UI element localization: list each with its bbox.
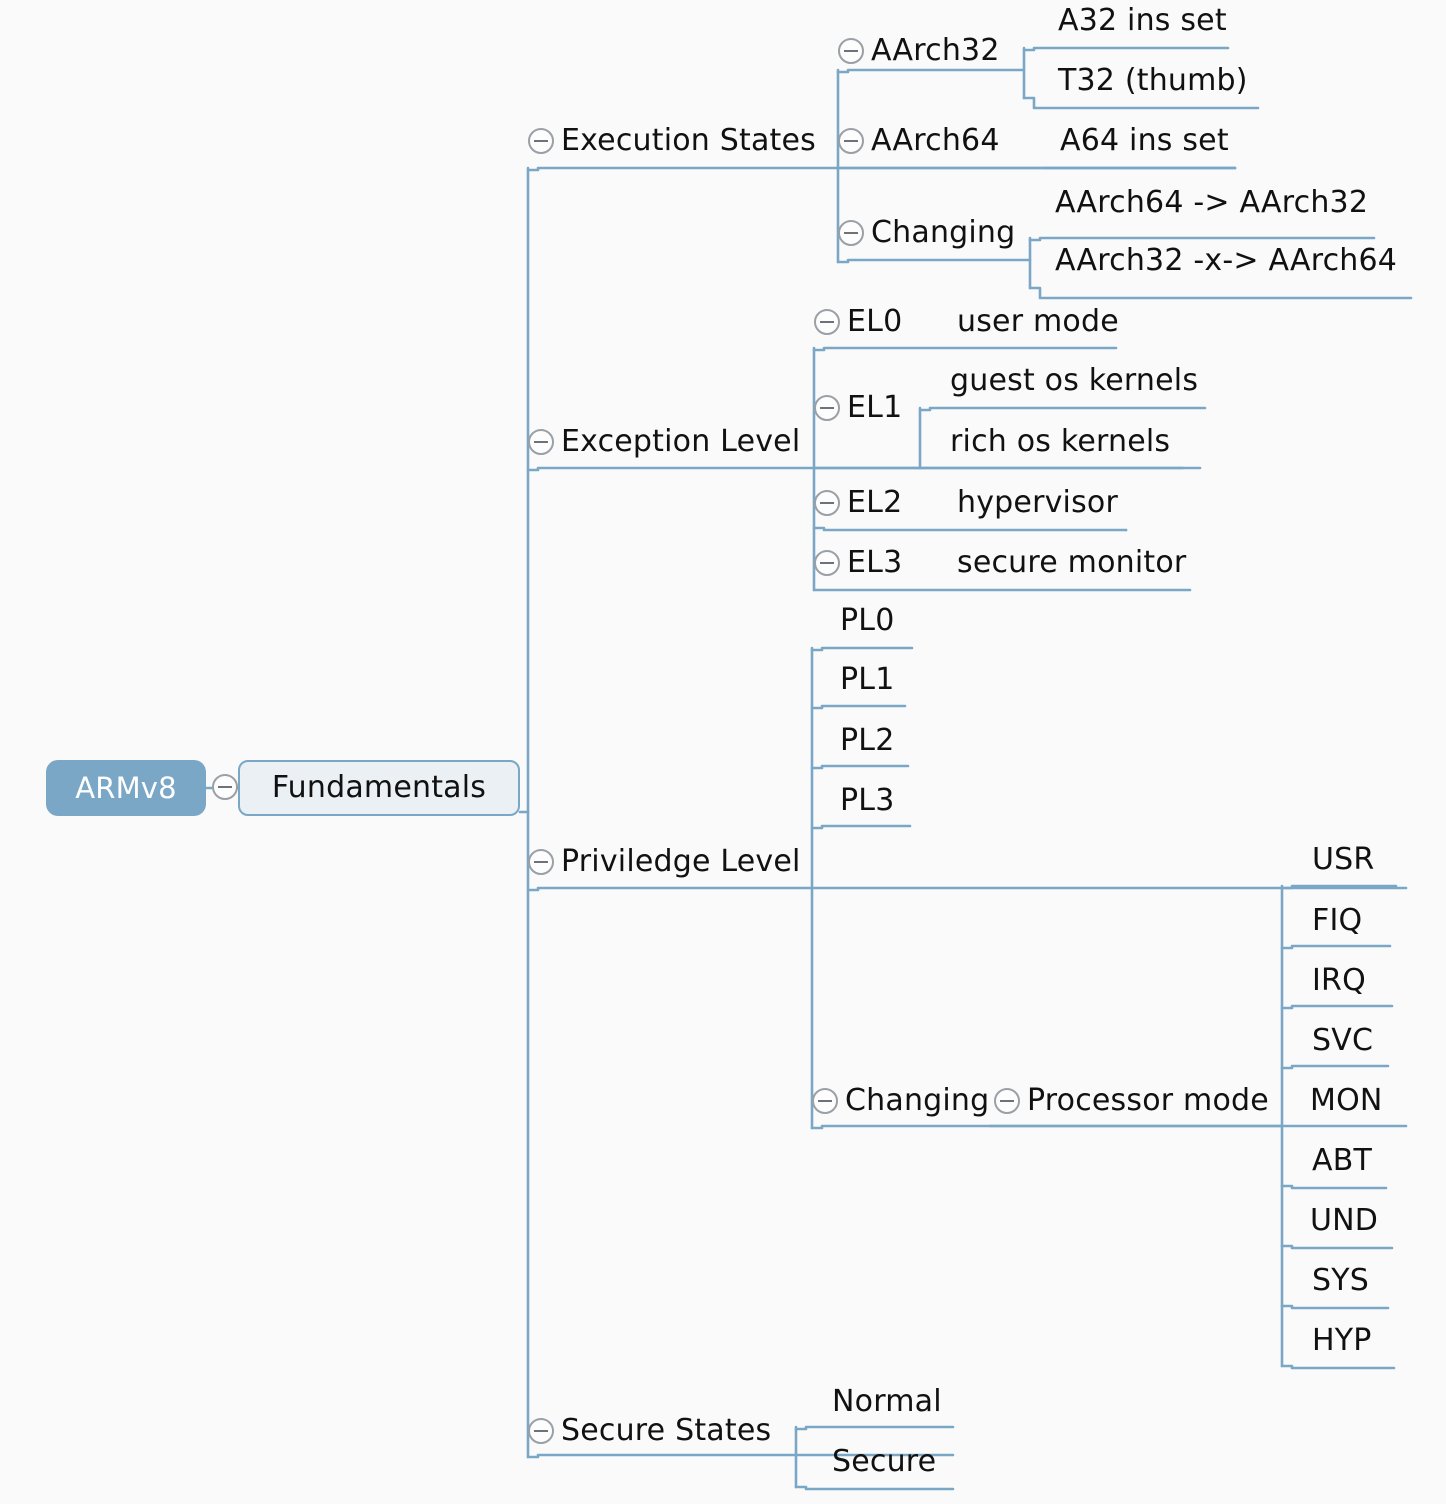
node-processor-mode[interactable]: Processor mode xyxy=(994,1086,1269,1116)
node-hypervisor[interactable]: hypervisor xyxy=(957,488,1118,518)
node-el1[interactable]: EL1 xyxy=(814,393,902,423)
collapse-minus-circle-icon[interactable] xyxy=(814,395,840,421)
node-normal[interactable]: Normal xyxy=(832,1387,942,1417)
node-aarch64[interactable]: AArch64 xyxy=(838,126,1000,156)
node-label: PL0 xyxy=(840,603,895,638)
node-label: HYP xyxy=(1312,1323,1372,1358)
collapse-minus-circle-icon[interactable] xyxy=(838,128,864,154)
node-label: EL0 xyxy=(847,304,903,339)
node-mode-sys[interactable]: SYS xyxy=(1312,1266,1369,1296)
node-label: MON xyxy=(1310,1083,1383,1118)
node-label: AArch32 xyxy=(871,33,1000,68)
root-label: ARMv8 xyxy=(75,770,177,805)
collapse-minus-circle-icon[interactable] xyxy=(814,309,840,335)
node-label: AArch64 xyxy=(871,123,1000,158)
node-label: SVC xyxy=(1312,1023,1374,1058)
node-aarch32-x-to-aarch64[interactable]: AArch32 -x-> AArch64 xyxy=(1055,246,1397,276)
branch-label: Fundamentals xyxy=(271,770,487,805)
node-secure-states[interactable]: Secure States xyxy=(528,1416,771,1446)
node-label: Changing xyxy=(845,1083,990,1118)
node-mode-svc[interactable]: SVC xyxy=(1312,1026,1373,1056)
node-label: EL1 xyxy=(847,390,903,425)
node-a64-ins-set[interactable]: A64 ins set xyxy=(1060,126,1229,156)
node-user-mode[interactable]: user mode xyxy=(957,307,1119,337)
collapse-minus-circle-icon[interactable] xyxy=(528,128,554,154)
node-label: Secure xyxy=(832,1444,937,1479)
node-secure[interactable]: Secure xyxy=(832,1447,936,1477)
node-label: Secure States xyxy=(561,1413,772,1448)
collapse-minus-circle-icon[interactable] xyxy=(814,490,840,516)
node-label: A32 ins set xyxy=(1058,3,1227,38)
node-label: ABT xyxy=(1312,1143,1373,1178)
node-pl3[interactable]: PL3 xyxy=(840,786,895,816)
collapse-minus-circle-icon[interactable] xyxy=(994,1088,1020,1114)
node-aarch32[interactable]: AArch32 xyxy=(838,36,1000,66)
node-label: user mode xyxy=(957,304,1119,339)
node-a32-ins-set[interactable]: A32 ins set xyxy=(1058,6,1227,36)
collapse-minus-circle-icon[interactable] xyxy=(812,1088,838,1114)
node-label: PL2 xyxy=(840,723,895,758)
root-node-armv8[interactable]: ARMv8 xyxy=(46,760,206,816)
node-label: PL3 xyxy=(840,783,895,818)
node-priviledge-level[interactable]: Priviledge Level xyxy=(528,847,801,877)
node-label: AArch64 -> AArch32 xyxy=(1055,185,1369,220)
node-mode-irq[interactable]: IRQ xyxy=(1312,966,1366,996)
toggle-fundamentals[interactable] xyxy=(212,774,238,800)
node-label: UND xyxy=(1310,1203,1379,1238)
collapse-minus-circle-icon[interactable] xyxy=(814,550,840,576)
node-mode-hyp[interactable]: HYP xyxy=(1312,1326,1372,1356)
node-label: rich os kernels xyxy=(950,424,1171,459)
node-exception-level[interactable]: Exception Level xyxy=(528,427,800,457)
node-label: PL1 xyxy=(840,662,895,697)
node-label: Changing xyxy=(871,215,1016,250)
node-priviledge-changing[interactable]: Changing xyxy=(812,1086,989,1116)
node-label: T32 (thumb) xyxy=(1058,63,1248,98)
node-label: Execution States xyxy=(561,123,816,158)
node-pl0[interactable]: PL0 xyxy=(840,606,895,636)
node-t32-thumb[interactable]: T32 (thumb) xyxy=(1058,66,1248,96)
node-label: AArch32 -x-> AArch64 xyxy=(1055,243,1398,278)
branch-node-fundamentals[interactable]: Fundamentals xyxy=(238,760,520,816)
node-label: FIQ xyxy=(1312,903,1363,938)
node-label: USR xyxy=(1312,842,1375,877)
node-rich-os-kernels[interactable]: rich os kernels xyxy=(950,427,1170,457)
node-label: guest os kernels xyxy=(950,363,1199,398)
node-mode-mon[interactable]: MON xyxy=(1310,1086,1383,1116)
node-mode-usr[interactable]: USR xyxy=(1312,845,1374,875)
node-label: Exception Level xyxy=(561,424,801,459)
node-guest-os-kernels[interactable]: guest os kernels xyxy=(950,366,1198,396)
node-el0[interactable]: EL0 xyxy=(814,307,902,337)
collapse-minus-circle-icon[interactable] xyxy=(838,38,864,64)
collapse-minus-circle-icon[interactable] xyxy=(528,1418,554,1444)
node-aarch64-to-aarch32[interactable]: AArch64 -> AArch32 xyxy=(1055,188,1368,218)
node-pl2[interactable]: PL2 xyxy=(840,726,895,756)
node-el3[interactable]: EL3 xyxy=(814,548,902,578)
node-label: EL3 xyxy=(847,545,903,580)
node-label: SYS xyxy=(1312,1263,1370,1298)
node-label: IRQ xyxy=(1312,963,1366,998)
node-pl1[interactable]: PL1 xyxy=(840,665,895,695)
node-mode-und[interactable]: UND xyxy=(1310,1206,1378,1236)
node-label: Normal xyxy=(832,1384,942,1419)
node-mode-abt[interactable]: ABT xyxy=(1312,1146,1372,1176)
node-execution-changing[interactable]: Changing xyxy=(838,218,1015,248)
node-label: Processor mode xyxy=(1027,1083,1269,1118)
node-secure-monitor[interactable]: secure monitor xyxy=(957,548,1186,578)
node-label: A64 ins set xyxy=(1060,123,1229,158)
node-mode-fiq[interactable]: FIQ xyxy=(1312,906,1362,936)
node-label: hypervisor xyxy=(957,485,1119,520)
collapse-minus-circle-icon[interactable] xyxy=(838,220,864,246)
node-el2[interactable]: EL2 xyxy=(814,488,902,518)
node-label: EL2 xyxy=(847,485,903,520)
node-label: Priviledge Level xyxy=(561,844,801,879)
collapse-minus-circle-icon[interactable] xyxy=(528,429,554,455)
collapse-minus-circle-icon[interactable] xyxy=(212,774,238,800)
collapse-minus-circle-icon[interactable] xyxy=(528,849,554,875)
node-execution-states[interactable]: Execution States xyxy=(528,126,816,156)
node-label: secure monitor xyxy=(957,545,1187,580)
